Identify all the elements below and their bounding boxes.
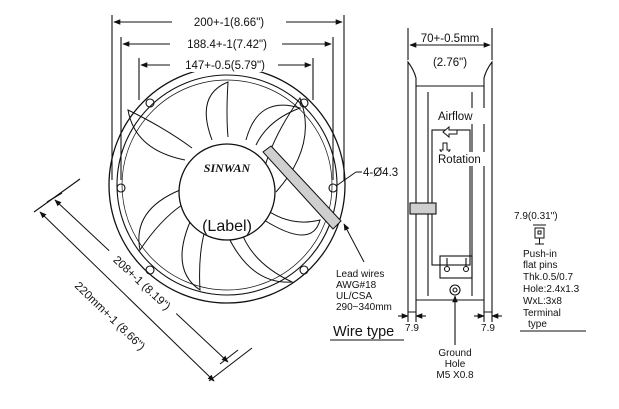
- flange-right: [483, 60, 493, 313]
- extension-line: [46, 192, 63, 203]
- flange-left: [407, 60, 417, 313]
- motor-body: [431, 129, 471, 266]
- terminal-line2: flat pins: [523, 260, 557, 271]
- dim-overall-label: 200+-1(8.66"): [194, 17, 264, 29]
- wire-leader: [343, 223, 365, 263]
- push-in-terminal-icon: [533, 224, 546, 245]
- flange-right-label: 7.9: [481, 323, 495, 334]
- lead-wires-line1: Lead wires: [336, 269, 384, 280]
- flange-left-label: 7.9: [405, 323, 419, 334]
- terminal-pin: [462, 265, 470, 273]
- terminal-line3: Thk.0.5/0.7: [523, 272, 573, 283]
- arrow-left-icon: [442, 125, 458, 139]
- terminal-line5: WxL:3x8: [523, 296, 562, 307]
- hole-leader: [335, 171, 357, 187]
- terminal-dim: 7.9(0.31"): [514, 211, 558, 222]
- wire-type-title: Wire type: [333, 324, 394, 340]
- terminal-line7: type: [528, 319, 547, 330]
- lead-wires-line4: 290~340mm: [336, 302, 392, 313]
- mounting-hole: [299, 98, 309, 108]
- side-depth-inch: (2.76"): [433, 57, 467, 69]
- dim-mounting-outer-label: 188.4+-1(7.42"): [187, 39, 267, 51]
- side-view: [398, 28, 502, 345]
- ground-hole-line1: Ground: [438, 348, 471, 359]
- mounting-hole: [328, 183, 338, 193]
- extension-line: [208, 347, 253, 382]
- hole-callout: 4-Ø4.3: [363, 167, 398, 179]
- diag-outer-label: 220mm+-1 (8.66"): [72, 280, 147, 353]
- terminal-line6: Terminal: [523, 308, 561, 319]
- mounting-hole: [116, 183, 126, 193]
- terminal-box: [439, 255, 473, 279]
- diag-inner-group: 208+-1 (8.19"): [103, 246, 181, 320]
- lead-wire: [262, 145, 342, 230]
- airflow-label: Airflow: [438, 111, 473, 123]
- mounting-hole: [145, 265, 155, 275]
- wire-exit: [409, 202, 437, 215]
- mounting-hole: [299, 265, 309, 275]
- mounting-hole: [145, 98, 155, 108]
- rotation-label: Rotation: [438, 154, 481, 166]
- brand-logo: SINWAN: [204, 161, 252, 175]
- terminal-line1: Push-in: [523, 249, 557, 260]
- ground-hole-line2: Hole: [445, 359, 466, 370]
- side-depth-label: 70+-0.5mm: [421, 33, 479, 45]
- terminal-line4: Hole:2.4x1.3: [523, 284, 580, 295]
- hub-label: (Label): [202, 218, 252, 235]
- ground-hole-line3: M5 X0.8: [436, 370, 474, 381]
- dim-mounting-inner-label: 147+-0.5(5.79"): [185, 60, 265, 72]
- ground-hole: [449, 284, 461, 296]
- terminal-pin: [443, 265, 451, 273]
- lead-wires-line3: UL/CSA: [336, 291, 372, 302]
- lead-wires-line2: AWG#18: [336, 280, 377, 291]
